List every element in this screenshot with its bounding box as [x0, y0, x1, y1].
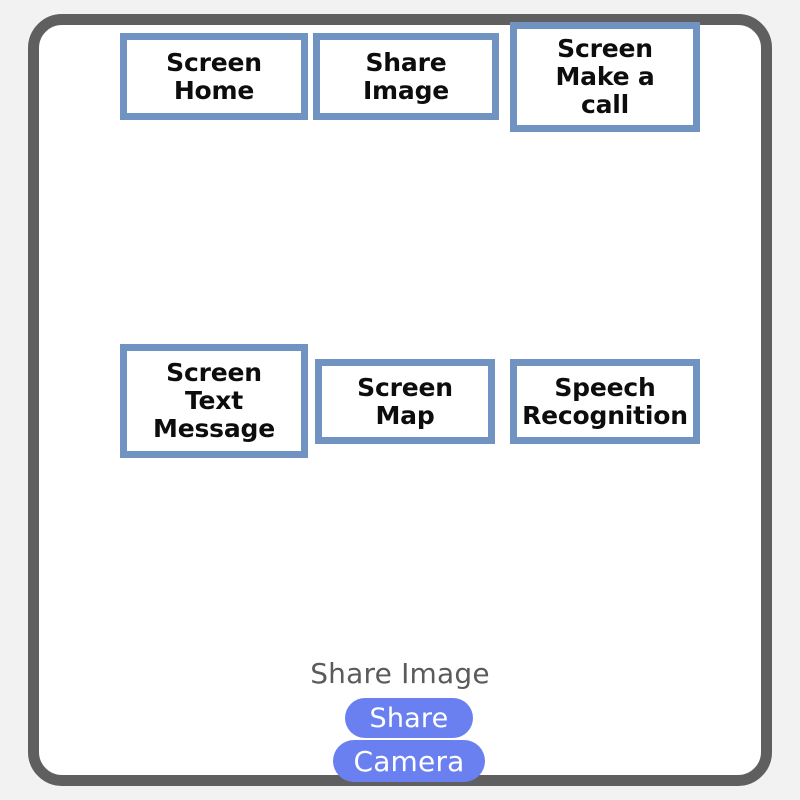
shape-screen-text-message[interactable]: Screen Text Message [120, 344, 308, 458]
share-option-camera[interactable]: Camera [333, 740, 485, 782]
share-option-share-label: Share [369, 702, 449, 734]
shape-screen-make-a-call[interactable]: Screen Make a call [510, 22, 700, 132]
shape-screen-home-label: Screen Home [166, 47, 262, 105]
shape-screen-text-message-label: Screen Text Message [153, 358, 275, 443]
share-image-panel-title: Share Image [310, 657, 490, 690]
shape-speech-recognition[interactable]: Speech Recognition [510, 359, 700, 444]
shape-speech-recognition-label: Speech Recognition [522, 372, 688, 430]
share-option-share[interactable]: Share [345, 698, 473, 738]
share-option-camera-label: Camera [353, 744, 465, 778]
shape-screen-home[interactable]: Screen Home [120, 33, 308, 120]
shape-screen-map[interactable]: Screen Map [315, 359, 495, 444]
shape-share-image[interactable]: Share Image [313, 33, 499, 120]
shape-share-image-label: Share Image [362, 47, 450, 105]
shape-screen-map-label: Screen Map [357, 372, 453, 430]
share-image-panel: Share Image Share Camera [0, 660, 800, 800]
shape-screen-make-a-call-label: Screen Make a call [555, 34, 655, 119]
